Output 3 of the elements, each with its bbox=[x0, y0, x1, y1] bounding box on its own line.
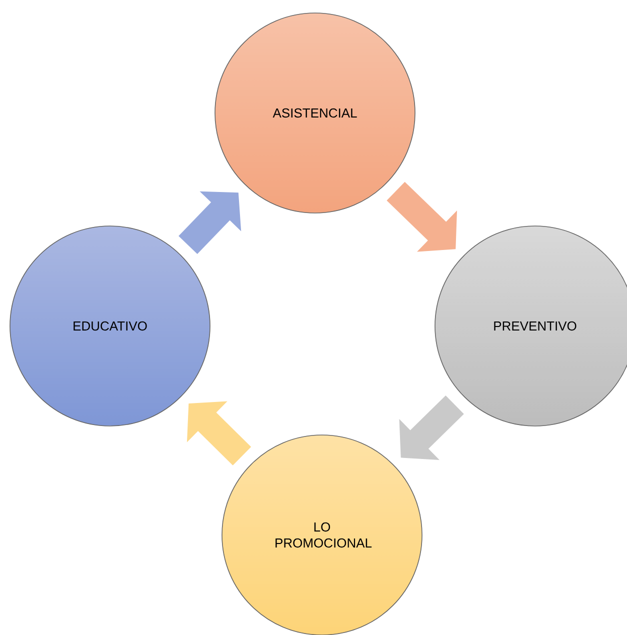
circle-node: EDUCATIVO bbox=[10, 226, 210, 426]
circle-node: LO PROMOCIONAL bbox=[222, 434, 422, 635]
circle-node: ASISTENCIAL bbox=[214, 12, 416, 214]
